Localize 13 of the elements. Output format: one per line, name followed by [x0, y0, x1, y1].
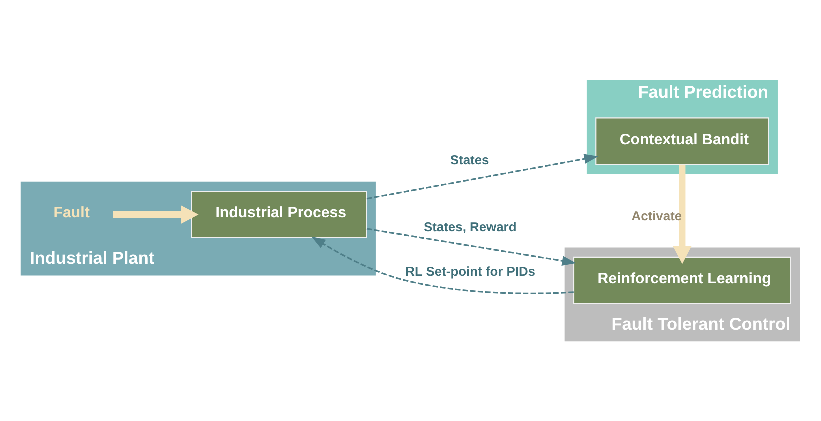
- node-text: Fault: [54, 204, 90, 222]
- arrow: [312, 236, 574, 294]
- edge-label: States: [450, 152, 490, 168]
- node-box: Contextual Bandit: [596, 117, 770, 165]
- arrow: [113, 204, 199, 224]
- arrow: [366, 154, 598, 200]
- arrow: [673, 164, 692, 264]
- node-box: Industrial Process: [191, 190, 368, 238]
- edge-label: States, Reward: [424, 219, 517, 234]
- arrow: [366, 228, 576, 266]
- node-box: Reinforcement Learning: [573, 256, 792, 304]
- edge-label: Activate: [632, 208, 682, 224]
- edge-label: RL Set-point for PIDs: [406, 263, 536, 278]
